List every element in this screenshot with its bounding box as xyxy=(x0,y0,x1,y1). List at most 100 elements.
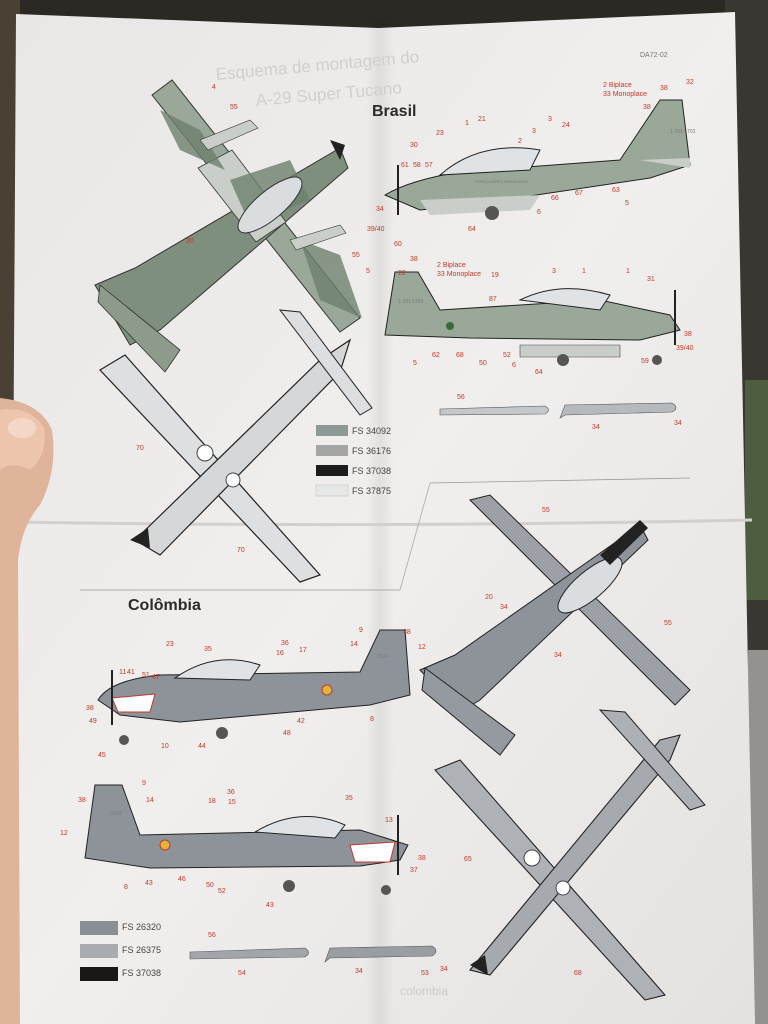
swatch-fs36176 xyxy=(316,445,348,456)
callout-brasil-side-2-17: 39/40 xyxy=(676,345,694,352)
colombia-side-view-1 xyxy=(97,629,411,745)
swatch-fs37038 xyxy=(316,465,348,476)
callout-brasil-stores-2: 34 xyxy=(674,420,682,427)
callout-brasil-bottom-view-0: 70 xyxy=(136,445,144,452)
callout-brasil-side-1-14: 34 xyxy=(376,206,384,213)
callout-brasil-side-1-6: 3 xyxy=(548,116,552,123)
callout-brasil-side-2-12: 52 xyxy=(503,352,511,359)
callout-colombia-side-1-3: 16 xyxy=(276,650,284,657)
callout-colombia-side-2-10: 37 xyxy=(410,867,418,874)
callout-brasil-side-1-1: 32 xyxy=(686,79,694,86)
callout-colombia-side-2-5: 18 xyxy=(208,798,216,805)
colombia-top-view-aircraft xyxy=(419,494,691,756)
callout-brasil-side-1-4: 23 xyxy=(436,130,444,137)
callout-brasil-top-view-4: 5 xyxy=(366,268,370,275)
callout-colombia-side-1-6: 9 xyxy=(359,627,363,634)
callout-brasil-side-1-11: 1 xyxy=(465,120,469,127)
brasil-paint-swatches xyxy=(315,425,349,497)
callout-brasil-side-2-13: 6 xyxy=(512,362,516,369)
callout-colombia-stores-2: 34 xyxy=(355,968,363,975)
callout-colombia-side-2-8: 13 xyxy=(385,817,393,824)
callout-brasil-side-2-14: 64 xyxy=(535,369,543,376)
callout-brasil-top-view-2: 20 xyxy=(186,238,194,245)
callout-colombia-side-1-0: 23 xyxy=(166,641,174,648)
colombia-tail-serial-2: 3124 xyxy=(110,811,122,817)
callout-colombia-side-2-1: 38 xyxy=(78,797,86,804)
callout-colombia-stores-4: 34 xyxy=(440,966,448,973)
callout-brasil-side-2-15: 59 xyxy=(641,358,649,365)
brasil-bottom-view-aircraft xyxy=(99,309,373,583)
brasil-stores xyxy=(439,402,677,419)
callout-brasil-side-2-7: 87 xyxy=(489,296,497,303)
vertical-fold xyxy=(366,20,394,1024)
thumb xyxy=(0,398,54,1024)
callout-brasil-side-2-5: 1 xyxy=(626,268,630,275)
callout-colombia-side-2-0: 9 xyxy=(142,780,146,787)
callout-colombia-top-view-4: 34 xyxy=(554,652,562,659)
swatch-fs26320 xyxy=(80,921,118,935)
callout-brasil-side-2-11: 50 xyxy=(479,360,487,367)
colombia-stores xyxy=(189,945,437,963)
section-title-brasil: Brasil xyxy=(372,103,417,120)
callout-colombia-side-1-13: 38 xyxy=(86,705,94,712)
callout-brasil-side-1-18: 63 xyxy=(612,187,620,194)
callout-brasil-side-1-12: 2 xyxy=(518,138,522,145)
callout-colombia-side-1-10: 41 xyxy=(127,669,135,676)
callout-brasil-side-2-16: 38 xyxy=(684,331,692,338)
paint-label-fs34092: FS 34092 xyxy=(352,426,392,436)
callout-brasil-side-1-22: 64 xyxy=(468,226,476,233)
fuselage-lettering: FORÇA AÉREA BRASILEIRA xyxy=(475,179,528,184)
section-title-colombia: Colômbia xyxy=(128,597,201,614)
callout-brasil-side-1-10: 57 xyxy=(425,162,433,169)
callout-colombia-side-1-15: 45 xyxy=(98,752,106,759)
callout-colombia-bottom-view-0: 65 xyxy=(464,856,472,863)
brasil-side-view-1 xyxy=(383,99,691,220)
swatch-fs37038-colombia xyxy=(80,967,118,981)
callout-brasil-stores-0: 56 xyxy=(457,394,465,401)
paint-label-fs37038-colombia: FS 37038 xyxy=(122,968,162,978)
callout-brasil-side-2-10: 68 xyxy=(456,352,464,359)
callout-colombia-top-view-0: 55 xyxy=(542,507,550,514)
variant-note-monoplace-mid: 33 Monoplace xyxy=(437,271,481,278)
swatch-fs26375 xyxy=(80,944,118,958)
callout-colombia-side-1-12: 47 xyxy=(152,674,160,681)
callout-colombia-bottom-view-1: 68 xyxy=(574,970,582,977)
callout-colombia-side-2-9: 38 xyxy=(418,855,426,862)
callout-colombia-side-2-6: 15 xyxy=(228,799,236,806)
callout-brasil-side-1-13: 3 xyxy=(532,128,536,135)
callout-brasil-side-2-2: 19 xyxy=(491,272,499,279)
callout-colombia-side-2-3: 12 xyxy=(60,830,68,837)
paint-label-fs26375: FS 26375 xyxy=(122,945,162,955)
paint-label-fs37875: FS 37875 xyxy=(352,486,392,496)
callout-colombia-side-1-8: 12 xyxy=(418,644,426,651)
swatch-fs34092 xyxy=(316,425,348,436)
colombia-tail-serial: 3124 xyxy=(377,654,389,660)
callout-brasil-side-1-21: 60 xyxy=(394,241,402,248)
callout-brasil-side-2-9: 62 xyxy=(432,352,440,359)
callout-brasil-side-2-0: 38 xyxy=(410,256,418,263)
callout-colombia-stores-1: 54 xyxy=(238,970,246,977)
callout-brasil-side-1-2: 38 xyxy=(643,104,651,111)
footer-ghost-text: colombia xyxy=(400,984,449,998)
callout-brasil-stores-1: 34 xyxy=(592,424,600,431)
callout-colombia-side-1-9: 11 xyxy=(119,669,127,676)
colombia-paint-swatches xyxy=(80,921,118,981)
sheet-code: DA72-02 xyxy=(640,52,668,59)
callout-brasil-side-2-4: 1 xyxy=(582,268,586,275)
callout-colombia-side-2-7: 35 xyxy=(345,795,353,802)
callout-brasil-side-2-8: 5 xyxy=(413,360,417,367)
callout-brasil-side-1-8: 61 xyxy=(401,162,409,169)
paint-label-fs36176: FS 36176 xyxy=(352,446,392,456)
brasil-side-view-2 xyxy=(384,271,681,366)
callout-colombia-side-1-19: 42 xyxy=(297,718,305,725)
callout-brasil-side-1-19: 5 xyxy=(625,200,629,207)
callout-brasil-side-1-7: 24 xyxy=(562,122,570,129)
callout-colombia-side-2-15: 52 xyxy=(218,888,226,895)
colombia-bottom-view-aircraft xyxy=(434,709,706,1001)
callout-colombia-side-2-12: 43 xyxy=(145,880,153,887)
callout-colombia-side-2-16: 43 xyxy=(266,902,274,909)
callout-colombia-side-1-7: 38 xyxy=(403,629,411,636)
callout-colombia-stores-0: 56 xyxy=(208,932,216,939)
brasil-tail-serial: 1-231 5703 xyxy=(670,129,696,135)
